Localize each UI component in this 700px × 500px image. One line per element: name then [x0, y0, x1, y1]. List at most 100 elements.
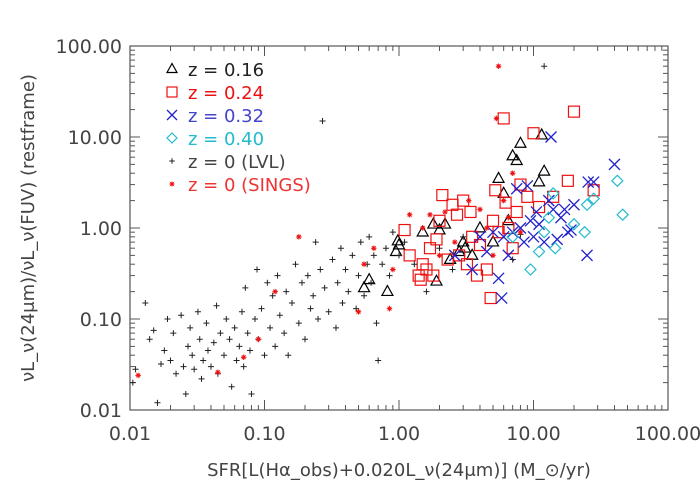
data-point — [510, 205, 523, 219]
data-point — [349, 252, 356, 259]
data-point — [170, 330, 177, 337]
x-tick-label: 10.00 — [506, 423, 560, 445]
data-point — [532, 200, 546, 214]
data-point — [204, 347, 212, 354]
data-point — [248, 390, 255, 398]
data-point — [500, 197, 507, 204]
series-diamond — [506, 174, 629, 276]
y-axis-label: νL_ν(24μm)/νL_ν(FUV) (restframe) — [18, 74, 39, 382]
data-point — [325, 308, 332, 315]
data-point — [167, 357, 174, 364]
data-point — [191, 366, 198, 373]
data-point — [433, 214, 446, 227]
data-point — [166, 86, 178, 98]
data-point — [295, 320, 302, 327]
data-point — [240, 363, 247, 370]
data-point — [361, 261, 367, 267]
legend-entry: z = 0 (SINGS) — [188, 175, 311, 196]
data-point — [436, 188, 449, 202]
data-point — [484, 291, 497, 305]
data-point — [355, 309, 362, 315]
data-point — [166, 132, 178, 144]
data-point — [353, 305, 360, 312]
data-point — [486, 214, 500, 227]
data-point — [269, 292, 276, 299]
y-tick-label: 0.10 — [80, 309, 122, 331]
data-point — [547, 190, 560, 203]
data-point — [223, 315, 230, 323]
data-point — [258, 305, 265, 312]
data-point — [379, 261, 386, 268]
data-point — [196, 336, 203, 343]
data-point — [538, 236, 551, 249]
data-point — [261, 352, 268, 359]
data-point — [312, 239, 319, 246]
data-point — [142, 299, 149, 307]
data-point — [537, 225, 551, 239]
data-point — [436, 252, 443, 259]
data-point — [332, 324, 340, 331]
data-point — [288, 299, 295, 307]
data-point — [164, 315, 171, 323]
data-point — [423, 288, 430, 295]
data-point — [616, 208, 629, 222]
x-tick-label: 1.00 — [378, 423, 420, 445]
data-point — [272, 343, 279, 350]
data-point — [357, 280, 371, 293]
data-point — [169, 181, 175, 187]
data-point — [567, 105, 581, 118]
data-point — [551, 233, 564, 246]
data-point — [581, 249, 593, 262]
data-point — [493, 115, 500, 122]
data-point — [416, 224, 430, 237]
data-point — [217, 330, 224, 337]
data-point — [203, 320, 210, 327]
data-point — [292, 261, 299, 268]
data-point — [432, 222, 447, 235]
data-point — [251, 315, 259, 323]
data-point — [499, 196, 512, 209]
data-points — [129, 63, 629, 406]
data-point — [386, 305, 393, 312]
data-point — [578, 225, 591, 239]
data-point — [135, 372, 141, 379]
legend: z = 0.16z = 0.24z = 0.32z = 0.40z = 0 (L… — [165, 60, 311, 196]
data-point — [391, 233, 405, 246]
data-point — [438, 216, 452, 229]
data-point — [231, 324, 238, 331]
data-point — [361, 292, 368, 299]
data-point — [373, 320, 380, 327]
data-point — [561, 226, 574, 239]
data-point — [518, 236, 530, 249]
data-point — [452, 239, 458, 245]
data-point — [307, 305, 314, 312]
data-point — [506, 148, 520, 161]
data-point — [165, 62, 179, 74]
data-point — [486, 234, 500, 247]
data-point — [362, 272, 376, 285]
y-tick-label: 0.01 — [80, 400, 122, 422]
data-point — [189, 352, 196, 359]
data-point — [497, 230, 510, 243]
data-point — [473, 220, 487, 233]
data-point — [497, 112, 510, 125]
data-point — [173, 370, 180, 377]
data-point — [207, 363, 215, 370]
data-point — [608, 158, 621, 171]
data-point — [386, 272, 393, 279]
data-point — [390, 266, 396, 273]
data-point — [375, 357, 382, 364]
data-point — [513, 136, 527, 148]
data-point — [146, 336, 153, 343]
data-point — [587, 184, 600, 197]
data-point — [436, 245, 443, 252]
data-point — [430, 233, 443, 246]
data-point — [453, 249, 466, 262]
data-point — [272, 288, 278, 295]
data-point — [442, 209, 448, 215]
data-point — [542, 194, 555, 207]
data-point — [150, 327, 157, 334]
data-point — [548, 241, 562, 255]
data-point — [492, 171, 506, 183]
